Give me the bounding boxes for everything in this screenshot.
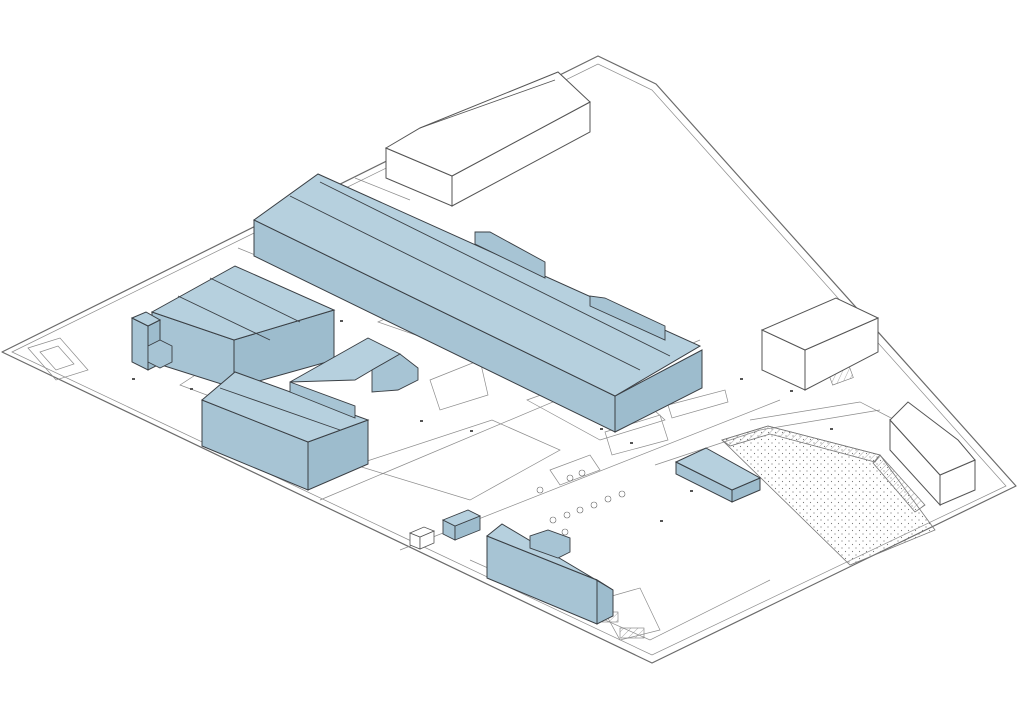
terraced-square [721,425,936,566]
west-annex [130,311,173,371]
courtyard-building [289,337,419,419]
west-hall [150,265,336,389]
existing-building-southeast [889,401,976,507]
south-hall [201,371,370,491]
existing-kiosk [408,526,436,550]
main-hall [253,173,703,433]
south-long-building [486,523,614,625]
existing-building-east [760,297,880,391]
small-block [441,509,482,541]
tree-markers [536,469,626,536]
existing-building-north [384,71,591,207]
ground-ticks [132,320,833,522]
pavilion-east [674,447,762,503]
